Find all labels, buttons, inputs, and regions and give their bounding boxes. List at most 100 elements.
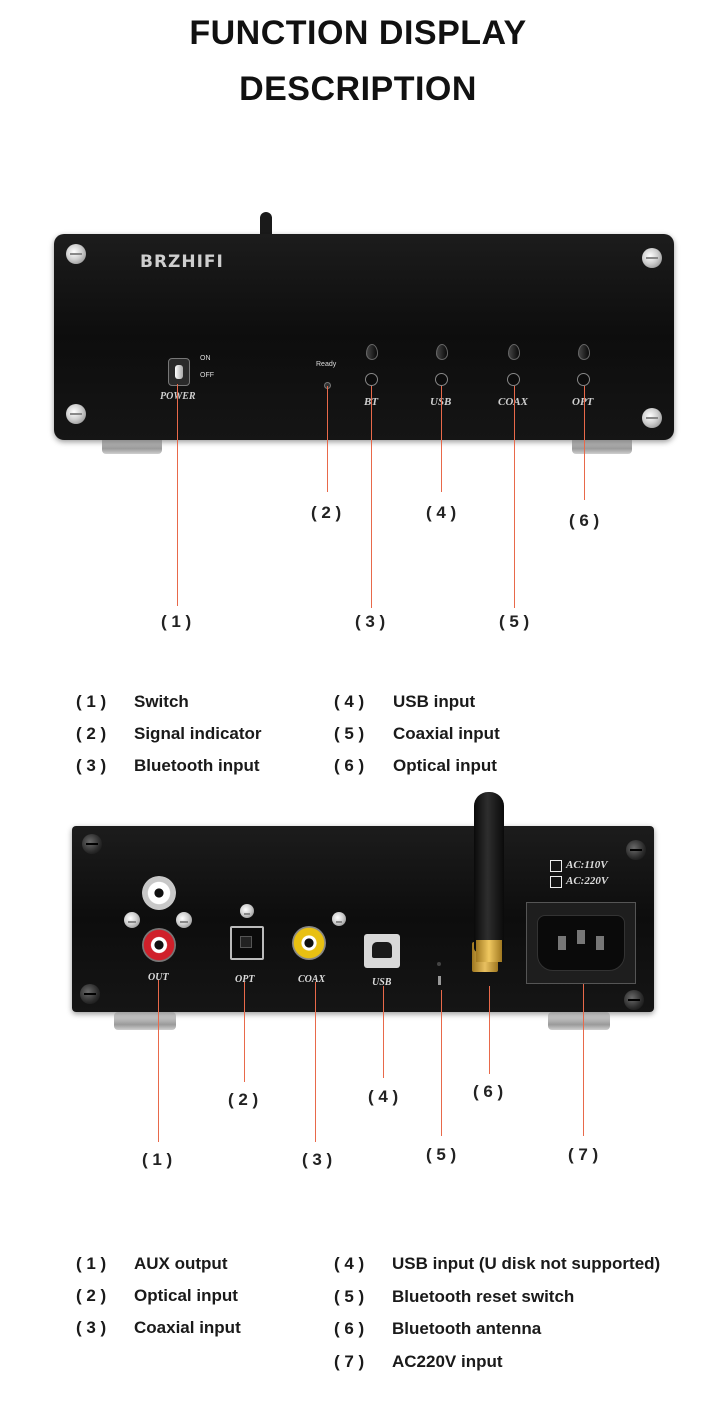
legend-num: ( 1 ): [76, 1254, 107, 1273]
legend-text: Signal indicator: [134, 724, 262, 743]
coax-select-button[interactable]: [507, 373, 520, 386]
leader-line: [583, 984, 584, 1136]
power-switch[interactable]: [168, 358, 190, 386]
voltage-220-label: AC:220V: [566, 875, 609, 887]
legend-num: ( 2 ): [76, 1286, 107, 1305]
leader-line: [441, 386, 442, 492]
front-callout-5: ( 5 ): [499, 612, 530, 631]
legend-text: Coaxial input: [134, 1318, 241, 1337]
page-title-line1: FUNCTION DISPLAY: [189, 14, 527, 52]
usb-label: USB: [372, 977, 392, 988]
legend-text: Coaxial input: [393, 724, 500, 743]
led-icon: [508, 344, 520, 360]
power-socket[interactable]: [526, 902, 636, 984]
legend-num: ( 6 ): [334, 1319, 365, 1338]
back-callout-6: ( 6 ): [473, 1082, 504, 1101]
screw-icon: [624, 990, 644, 1010]
switch-off-label: OFF: [200, 372, 214, 379]
antenna-icon: [474, 792, 504, 952]
screw-icon: [642, 248, 662, 268]
front-foot-left: [102, 436, 162, 454]
legend-text: USB input (U disk not supported): [392, 1254, 661, 1273]
front-callout-3: ( 3 ): [355, 612, 386, 631]
back-callout-2: ( 2 ): [228, 1090, 259, 1109]
screw-icon: [176, 912, 192, 928]
legend-num: ( 1 ): [76, 692, 107, 711]
leader-line: [371, 386, 372, 608]
legend-num: ( 5 ): [334, 724, 365, 743]
switch-on-label: ON: [200, 355, 211, 362]
legend-text: Bluetooth input: [134, 756, 260, 775]
legend-text: Switch: [134, 692, 189, 711]
legend-text: AC220V input: [392, 1352, 503, 1371]
bt-select-button[interactable]: [365, 373, 378, 386]
back-foot-left: [114, 1012, 176, 1030]
screw-icon: [642, 408, 662, 428]
legend-num: ( 7 ): [334, 1352, 365, 1371]
legend-num: ( 4 ): [334, 692, 365, 711]
input-label-usb: USB: [430, 396, 451, 408]
leader-line: [383, 986, 384, 1078]
legend-text: Optical input: [393, 756, 497, 775]
leader-line: [244, 982, 245, 1082]
back-callout-3: ( 3 ): [302, 1150, 333, 1169]
reset-icon: [438, 976, 441, 985]
leader-line: [514, 386, 515, 608]
page-title-line2: DESCRIPTION: [239, 70, 477, 108]
front-callout-4: ( 4 ): [426, 503, 457, 522]
led-icon: [436, 344, 448, 360]
rca-red-icon[interactable]: [142, 928, 176, 962]
led-icon: [578, 344, 590, 360]
screw-icon: [332, 912, 346, 926]
checkbox-icon: [550, 860, 562, 872]
led-icon: [366, 344, 378, 360]
rca-white-icon[interactable]: [142, 876, 176, 910]
legend-text: AUX output: [134, 1254, 228, 1273]
front-callout-2: ( 2 ): [311, 503, 342, 522]
usb-select-button[interactable]: [435, 373, 448, 386]
antenna-base-icon: [476, 940, 502, 962]
out-label: OUT: [148, 972, 169, 983]
back-callout-1: ( 1 ): [142, 1150, 173, 1169]
leader-line: [489, 986, 490, 1074]
front-callout-6: ( 6 ): [569, 511, 600, 530]
opt-select-button[interactable]: [577, 373, 590, 386]
back-callout-4: ( 4 ): [368, 1087, 399, 1106]
rca-yellow-icon[interactable]: [292, 926, 326, 960]
screw-icon: [80, 984, 100, 1004]
screw-icon: [240, 904, 254, 918]
back-callout-7: ( 7 ): [568, 1145, 599, 1164]
screw-icon: [82, 834, 102, 854]
back-panel: OUT OPT COAX USB AC:110V AC:220V: [72, 826, 654, 1012]
front-foot-right: [572, 436, 632, 454]
screw-icon: [626, 840, 646, 860]
legend-num: ( 5 ): [334, 1287, 365, 1306]
coax-label: COAX: [298, 974, 326, 985]
legend-num: ( 6 ): [334, 756, 365, 775]
screw-icon: [66, 404, 86, 424]
leader-line: [441, 990, 442, 1136]
legend-num: ( 3 ): [76, 1318, 107, 1337]
legend-text: USB input: [393, 692, 476, 711]
legend-num: ( 2 ): [76, 724, 107, 743]
leader-line: [327, 386, 328, 492]
legend-text: Bluetooth reset switch: [392, 1287, 575, 1306]
front-callout-1: ( 1 ): [161, 612, 192, 631]
front-panel: BRZHIFI ON OFF POWER Ready BT USB COAX O…: [54, 234, 674, 440]
reset-pinhole[interactable]: [437, 962, 441, 966]
screw-icon: [66, 244, 86, 264]
input-label-opt: OPT: [572, 396, 594, 408]
usb-port-icon[interactable]: [364, 934, 400, 968]
leader-line: [177, 384, 178, 606]
voltage-110-label: AC:110V: [566, 859, 608, 871]
legend-text: Bluetooth antenna: [392, 1319, 542, 1338]
checkbox-icon: [550, 876, 562, 888]
legend-num: ( 4 ): [334, 1254, 365, 1273]
input-label-coax: COAX: [498, 396, 528, 408]
legend-num: ( 3 ): [76, 756, 107, 775]
leader-line: [315, 982, 316, 1142]
screw-icon: [124, 912, 140, 928]
brand-logo: BRZHIFI: [140, 252, 224, 272]
optical-port-icon[interactable]: [230, 926, 264, 960]
leader-line: [158, 980, 159, 1142]
